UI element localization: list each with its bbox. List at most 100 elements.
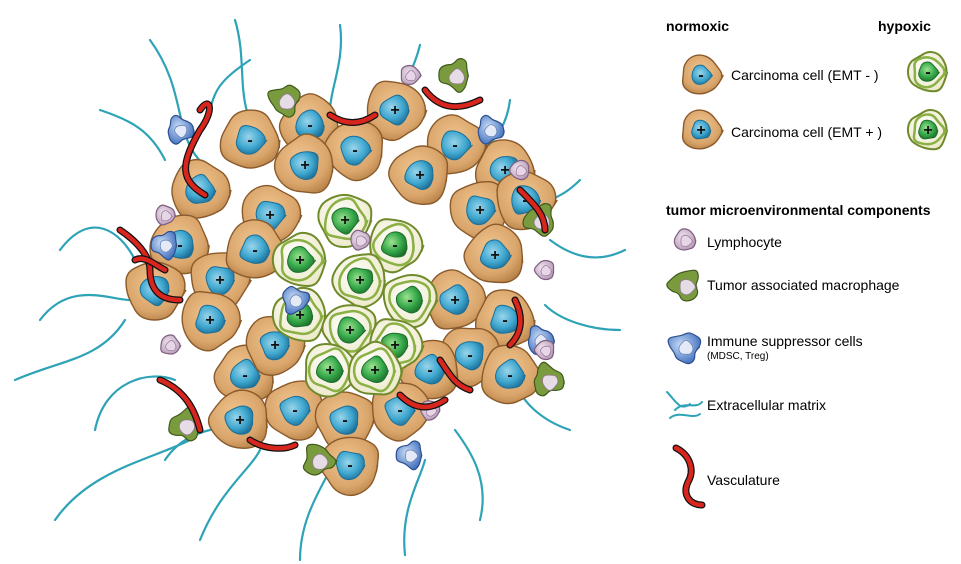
svg-text:-: - bbox=[522, 192, 527, 209]
vasculature-vessels bbox=[116, 86, 549, 452]
svg-text:-: - bbox=[247, 132, 252, 149]
carcinoma-cell-normoxic: + bbox=[181, 291, 243, 352]
svg-text:-: - bbox=[407, 292, 412, 309]
carcinoma-cell-normoxic: + bbox=[207, 389, 268, 450]
lymphocyte bbox=[160, 334, 182, 355]
vessel bbox=[421, 86, 484, 111]
svg-text:+: + bbox=[370, 362, 379, 379]
svg-text:+: + bbox=[475, 202, 484, 219]
legend-carcinoma-emt-neg-normoxic-icon: - bbox=[681, 54, 724, 95]
svg-text:+: + bbox=[300, 157, 309, 174]
lymphocyte bbox=[350, 229, 372, 251]
svg-text:+: + bbox=[215, 272, 224, 289]
carcinoma-cell-normoxic: + bbox=[366, 80, 428, 142]
extracellular-matrix-label: Extracellular matrix bbox=[707, 397, 827, 413]
vasculature-label: Vasculature bbox=[707, 472, 780, 488]
tme-section-title: tumor microenvironmental components bbox=[666, 202, 931, 218]
carcinoma-cell-hypoxic: + bbox=[331, 253, 386, 309]
legend-carcinoma-emt-pos-hypoxic-icon: + bbox=[906, 108, 949, 151]
svg-text:-: - bbox=[292, 402, 297, 419]
ecm-fiber bbox=[38, 294, 132, 322]
svg-text:+: + bbox=[205, 312, 214, 329]
carcinoma-cell-normoxic: - bbox=[318, 436, 380, 497]
carcinoma-cell-hypoxic: - bbox=[382, 274, 439, 329]
tumor-associated-macrophage bbox=[267, 84, 301, 118]
immune-suppressor-cell bbox=[282, 285, 311, 315]
svg-text:-: - bbox=[352, 142, 357, 159]
svg-text:-: - bbox=[427, 362, 432, 379]
lymphocyte bbox=[533, 339, 555, 361]
ecm-fiber bbox=[58, 226, 137, 262]
carcinoma-emt-positive-label: Carcinoma cell (EMT + ) bbox=[731, 124, 883, 140]
carcinoma-cell-normoxic: - bbox=[225, 219, 288, 279]
ecm-fiber bbox=[13, 318, 127, 382]
vessel bbox=[156, 376, 204, 434]
carcinoma-cell-normoxic: + bbox=[273, 133, 334, 194]
vessel bbox=[436, 356, 474, 394]
carcinoma-cell-normoxic: - bbox=[371, 381, 434, 442]
vessel bbox=[516, 186, 549, 234]
immune-suppressor-label: Immune suppressor cells bbox=[707, 333, 863, 349]
ecm-fiber bbox=[548, 238, 627, 259]
ecm-fiber bbox=[543, 303, 622, 332]
immune-suppressor-cell bbox=[167, 114, 195, 145]
carcinoma-cell-hypoxic: + bbox=[347, 340, 404, 396]
vessel bbox=[326, 111, 379, 126]
immune-suppressor-cell bbox=[477, 114, 505, 145]
legend-vasculature-icon bbox=[672, 444, 706, 509]
legend-macrophage-icon bbox=[666, 269, 699, 302]
vessel bbox=[246, 436, 299, 452]
ecm-fiber bbox=[98, 108, 167, 162]
macrophage-label: Tumor associated macrophage bbox=[707, 277, 900, 293]
svg-text:+: + bbox=[696, 122, 705, 139]
svg-text:-: - bbox=[502, 312, 507, 329]
svg-text:+: + bbox=[390, 102, 399, 119]
svg-text:+: + bbox=[270, 337, 279, 354]
vessel bbox=[116, 226, 184, 304]
svg-text:+: + bbox=[450, 292, 459, 309]
vessel bbox=[506, 296, 524, 349]
lymphocyte bbox=[533, 259, 555, 281]
carcinoma-cell-normoxic: - bbox=[219, 109, 281, 169]
svg-text:+: + bbox=[295, 307, 304, 324]
lymphocyte bbox=[509, 159, 530, 181]
vessel bbox=[396, 391, 449, 411]
svg-text:+: + bbox=[490, 247, 499, 264]
carcinoma-cell-normoxic: - bbox=[481, 344, 543, 405]
svg-text:-: - bbox=[452, 137, 457, 154]
svg-text:+: + bbox=[265, 207, 274, 224]
svg-text:-: - bbox=[342, 412, 347, 429]
svg-text:+: + bbox=[325, 362, 334, 379]
svg-text:-: - bbox=[242, 367, 247, 384]
carcinoma-cell-hypoxic: - bbox=[369, 218, 425, 274]
immune-suppressor-cell bbox=[150, 230, 178, 261]
ecm-fiber bbox=[93, 375, 177, 432]
svg-text:-: - bbox=[177, 237, 182, 254]
lymphocyte-label: Lymphocyte bbox=[707, 234, 782, 250]
tumor-cell-mass: --+-+-+-++-+-+--++---+-----+-++-++-+++++ bbox=[125, 58, 565, 497]
svg-text:+: + bbox=[500, 162, 509, 179]
carcinoma-emt-negative-label: Carcinoma cell (EMT - ) bbox=[731, 67, 879, 83]
svg-text:+: + bbox=[415, 167, 424, 184]
carcinoma-cell-normoxic: + bbox=[388, 145, 449, 206]
svg-text:-: - bbox=[467, 347, 472, 364]
svg-text:-: - bbox=[252, 242, 257, 259]
lymphocyte bbox=[400, 64, 422, 86]
legend-carcinoma-emt-pos-normoxic-icon: + bbox=[681, 109, 724, 150]
carcinoma-cell-normoxic: + bbox=[463, 223, 524, 284]
tumor-associated-macrophage bbox=[533, 361, 565, 397]
svg-text:+: + bbox=[340, 212, 349, 229]
tumor-associated-macrophage bbox=[438, 58, 470, 93]
ecm-fiber bbox=[328, 23, 343, 112]
svg-text:-: - bbox=[698, 67, 703, 84]
svg-text:-: - bbox=[507, 367, 512, 384]
ecm-fiber bbox=[198, 448, 262, 542]
carcinoma-cell-hypoxic: + bbox=[304, 343, 362, 398]
carcinoma-cell-hypoxic: + bbox=[271, 231, 327, 288]
immune-suppressor-cell bbox=[395, 440, 423, 471]
tumor-associated-macrophage bbox=[302, 443, 338, 476]
svg-text:+: + bbox=[235, 412, 244, 429]
svg-text:-: - bbox=[347, 457, 352, 474]
svg-text:+: + bbox=[355, 272, 364, 289]
legend-icons: --++ bbox=[666, 50, 949, 509]
